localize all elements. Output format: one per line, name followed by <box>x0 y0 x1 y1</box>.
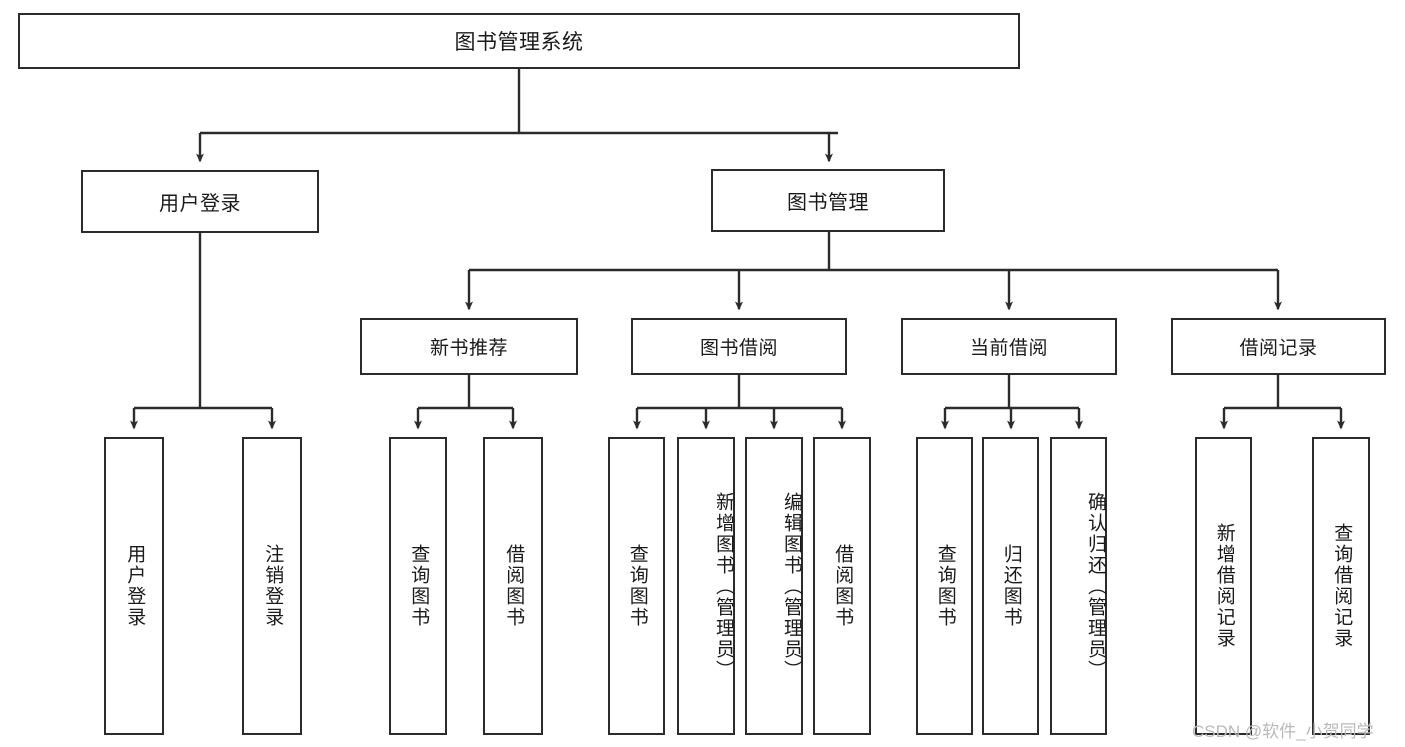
node-book-borrow[interactable]: 图书借阅 <box>631 318 847 375</box>
node-new-book-recommend[interactable]: 新书推荐 <box>360 318 578 375</box>
node-leaf-add-book-admin[interactable]: 新增图书（管理员） <box>677 437 735 735</box>
node-current-borrow[interactable]: 当前借阅 <box>901 318 1117 375</box>
node-leaf-return-book[interactable]: 归还图书 <box>982 437 1039 735</box>
node-leaf-lend-book[interactable]: 借阅图书 <box>813 437 871 735</box>
csdn-watermark: CSDN @软件_小贺同学 <box>1192 722 1374 741</box>
node-leaf-edit-book-admin[interactable]: 编辑图书（管理员） <box>745 437 803 735</box>
node-leaf-logout[interactable]: 注销登录 <box>242 437 302 735</box>
node-leaf-user-login[interactable]: 用户登录 <box>104 437 164 735</box>
node-leaf-query-borrow-record[interactable]: 查询借阅记录 <box>1312 437 1370 735</box>
node-leaf-confirm-return-admin[interactable]: 确认归还（管理员） <box>1050 437 1107 735</box>
node-borrow-records[interactable]: 借阅记录 <box>1171 318 1386 375</box>
node-leaf-add-borrow-record[interactable]: 新增借阅记录 <box>1195 437 1252 735</box>
node-leaf-borrow-book-new[interactable]: 借阅图书 <box>483 437 543 735</box>
node-leaf-query-book-new[interactable]: 查询图书 <box>389 437 447 735</box>
node-book-management[interactable]: 图书管理 <box>711 169 945 232</box>
node-leaf-query-book-borrow[interactable]: 查询图书 <box>608 437 665 735</box>
node-root-system[interactable]: 图书管理系统 <box>18 13 1020 69</box>
node-leaf-query-book-current[interactable]: 查询图书 <box>916 437 973 735</box>
node-user-login[interactable]: 用户登录 <box>81 170 319 233</box>
